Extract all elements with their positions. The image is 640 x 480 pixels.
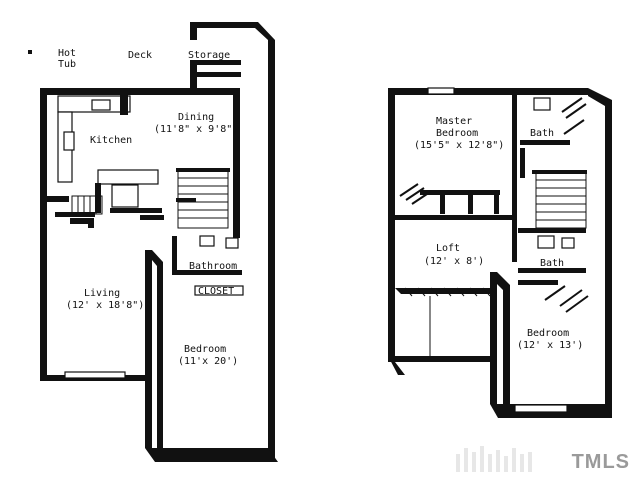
bedroom2-walls [490,272,605,411]
first-floor-stairs [176,168,230,229]
label-master-bedroom: Bedroom [436,128,478,139]
lower-bath-sink [537,235,555,249]
storage-shelf-2 [197,72,241,77]
label-hot: Hot [58,48,76,59]
living-left-edge [40,210,47,380]
label-loft: Loft [436,243,460,254]
master-closet-post-1 [440,192,445,214]
label-storage: Storage [188,50,230,61]
label-bedroom1: Bedroom [184,344,226,355]
upper-bath-rails [561,97,587,135]
bedroom1-depth [145,448,278,462]
bedroom2-closet [518,280,589,313]
master-window [427,87,455,95]
hot-tub-marker [28,50,32,54]
kitchen-step [47,195,103,228]
label-tub: Tub [58,59,76,70]
bedroom1-walls [145,250,268,455]
label-living: Living [84,288,120,299]
closet-box [194,285,244,296]
kitchen-counters [57,95,164,220]
label-dining-size: (11'8" x 9'8") [154,124,238,135]
label-bedroom2-size: (12' x 13') [517,340,583,351]
loft-railing [395,287,496,356]
watermark-text: TMLS [571,451,630,473]
watermark-logo-graphic [456,446,532,472]
first-floor-outer-wall [40,60,240,380]
label-bath-lower: Bath [540,258,564,269]
label-master: Master [436,116,472,127]
master-closet-top [420,190,500,195]
label-dining: Dining [178,112,214,123]
second-floor-stairs [532,170,587,229]
second-floor-bottom-left [388,356,490,375]
upper-bath-bottom [520,140,570,145]
living-window [64,371,126,379]
second-floor-right-depth [588,88,612,418]
first-floor: Hot Tub Deck Storage Dining (11'8" x 9'8… [28,22,278,462]
label-bathroom: Bathroom [189,261,237,272]
label-bath-upper: Bath [530,128,554,139]
upper-bath-left [520,148,525,178]
label-living-size: (12' x 18'8") [66,300,144,311]
lower-bath-toilet [561,237,575,249]
label-bedroom1-size: (11'x 20') [178,356,238,367]
bathroom-left-wall [172,236,177,274]
lower-bath-bottom [518,268,586,273]
master-closet-rails [399,183,431,205]
label-kitchen: Kitchen [90,135,132,146]
second-floor-outer-wall [388,88,588,362]
bathroom-toilet [225,237,239,249]
master-closet-post-3 [494,192,499,214]
lower-bath-top [518,228,586,233]
master-loft-divider [395,215,513,220]
label-closet: CLOSET [198,286,234,297]
label-loft-size: (12' x 8') [424,256,484,267]
label-deck: Deck [128,50,152,61]
label-bedroom2: Bedroom [527,328,569,339]
label-master-size: (15'5" x 12'8") [414,140,504,151]
storage-shelf-1 [197,60,241,65]
upper-bath-sink [533,97,551,111]
bathroom-sink [199,235,215,247]
bedroom2-window [514,404,568,413]
bathroom-bottom-wall [172,270,242,275]
bath-column-wall [512,92,517,262]
second-floor: Master Bedroom (15'5" x 12'8") Bath Loft… [388,87,612,418]
master-closet-post-2 [468,192,473,214]
